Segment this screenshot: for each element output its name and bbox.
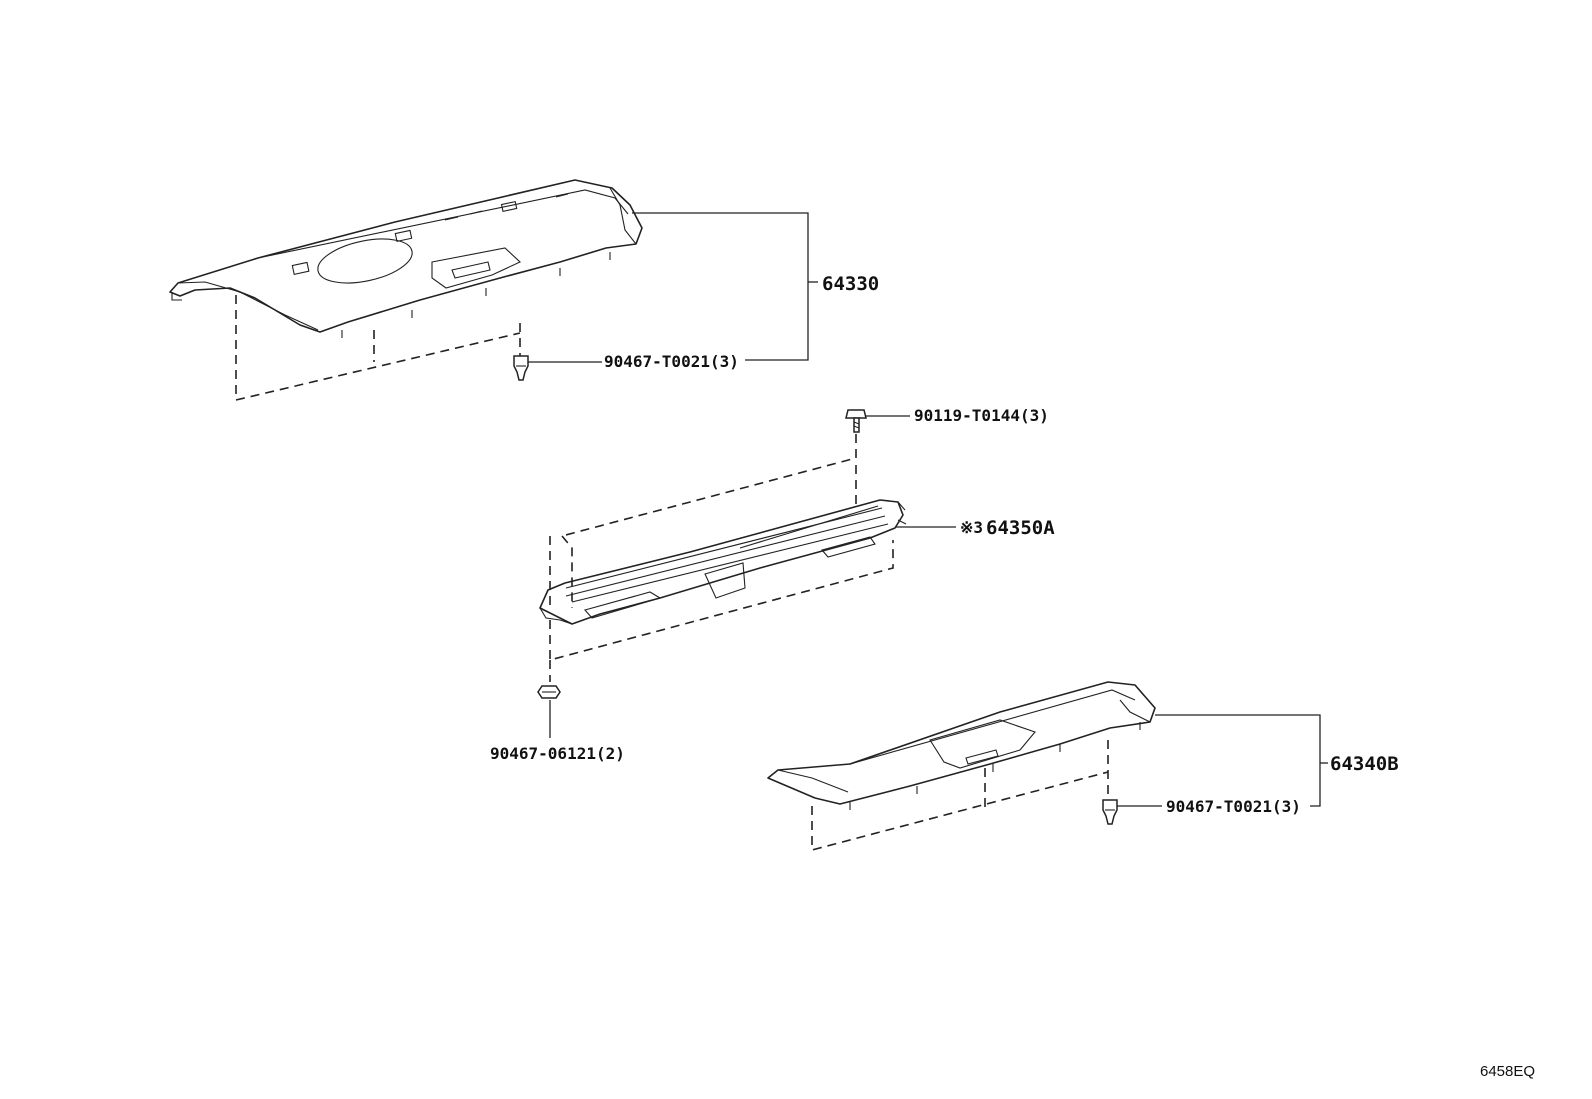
label-64350a: 64350A <box>986 517 1055 539</box>
label-64340b: 64340B <box>1330 753 1399 775</box>
label-64330: 64330 <box>822 273 879 295</box>
label-clip-upper: 90467-T0021(3) <box>604 352 739 371</box>
label-bolt: 90119-T0144(3) <box>914 406 1049 425</box>
clip-icon <box>513 355 529 381</box>
leader-64340b <box>1117 714 1328 807</box>
bolt-icon <box>845 409 867 433</box>
label-nut: 90467-06121(2) <box>490 744 625 763</box>
leader-middle <box>866 415 956 528</box>
upper-assembly-lines <box>235 295 521 402</box>
label-clip-lower: 90467-T0021(3) <box>1166 797 1301 816</box>
lower-part-64340b <box>767 681 1156 810</box>
clip-icon <box>1102 799 1118 825</box>
upper-trim-panel-64330 <box>169 179 643 338</box>
diagram-code: 6458EQ <box>1480 1063 1535 1080</box>
lower-assembly-lines <box>811 740 1109 852</box>
middle-assembly-lines <box>549 434 894 682</box>
label-64350a-mark: ※3 <box>960 518 983 537</box>
nut-icon <box>537 685 561 738</box>
leader-64330 <box>528 212 818 363</box>
middle-part-64350a <box>539 499 907 625</box>
